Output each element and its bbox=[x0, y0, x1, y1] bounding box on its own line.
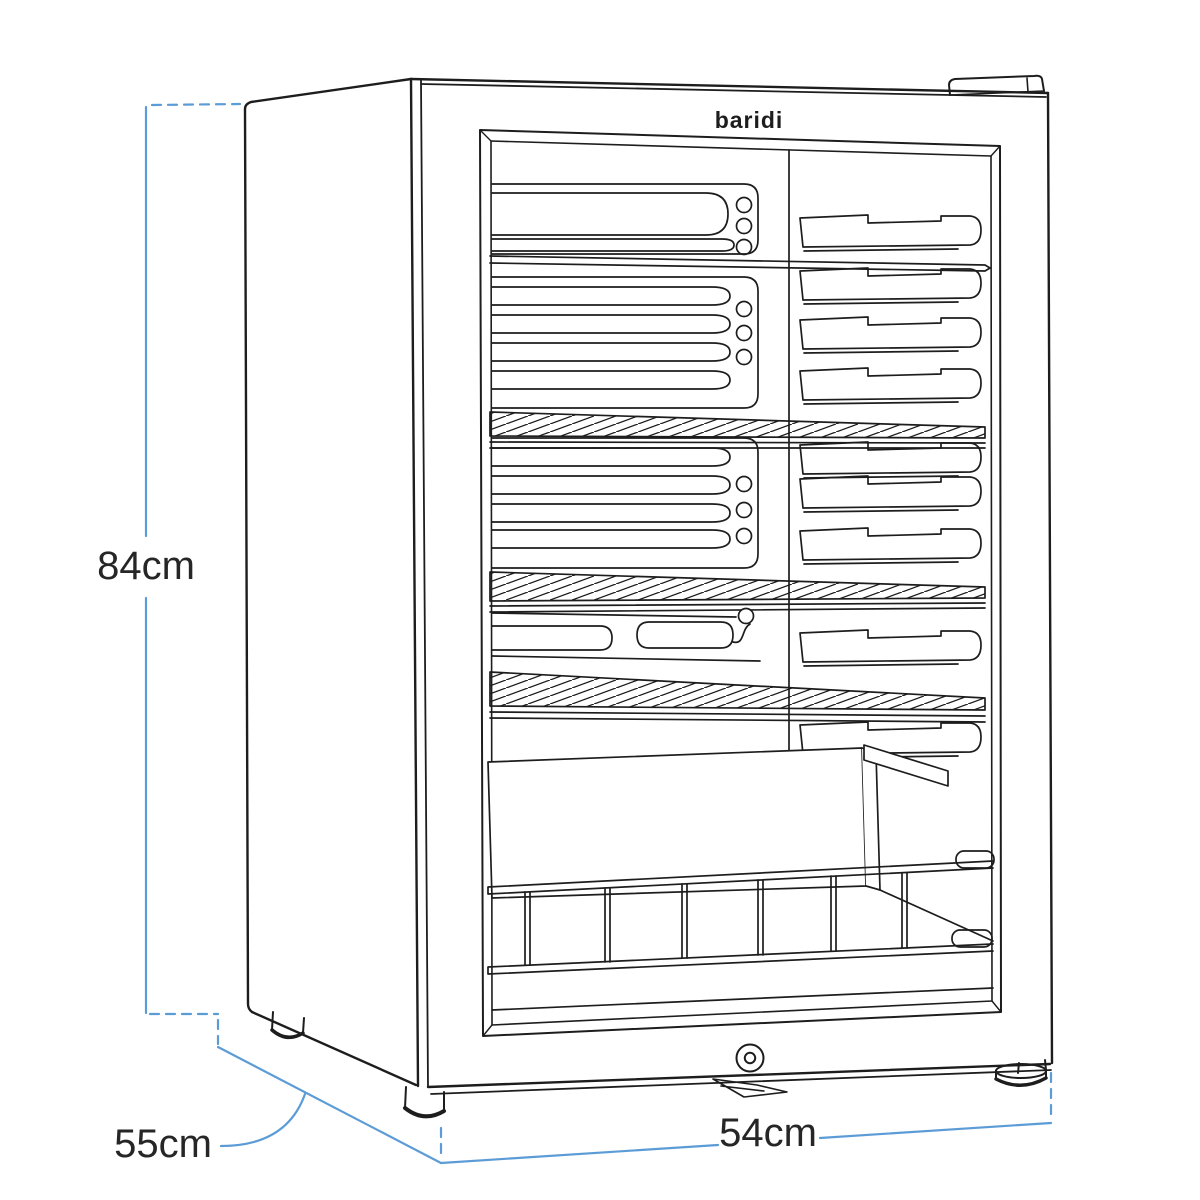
wine-rack-bracket bbox=[799, 629, 982, 667]
wire-shelf-4 bbox=[489, 671, 986, 723]
door-lock bbox=[712, 1043, 788, 1098]
cabinet-bottom-edge bbox=[430, 1069, 1052, 1095]
door-left-edge bbox=[420, 79, 429, 1088]
evaporator-panel-2 bbox=[491, 276, 759, 409]
dimension-annotations bbox=[144, 102, 1053, 1165]
front-right-foot bbox=[994, 1059, 1048, 1087]
width-label: 54cm bbox=[719, 1111, 817, 1155]
cabinet-right-edge bbox=[1046, 91, 1054, 1065]
wine-rack-bracket bbox=[799, 267, 982, 305]
cabinet-top-edge bbox=[409, 77, 1050, 95]
interior bbox=[487, 149, 995, 1011]
door-top-edge bbox=[420, 83, 1047, 98]
wine-rack-column bbox=[799, 214, 982, 759]
basket-bars bbox=[524, 872, 908, 966]
depth-dimension-line bbox=[216, 1045, 443, 1165]
depth-leader-curve bbox=[219, 1092, 307, 1148]
interior-floor-edge bbox=[491, 889, 994, 1011]
wine-rack-bracket bbox=[799, 527, 982, 565]
wire-basket bbox=[487, 850, 995, 975]
wine-rack-bracket bbox=[799, 475, 982, 513]
compressor-housing bbox=[487, 744, 949, 899]
front-right-foot-base bbox=[994, 1076, 1048, 1087]
depth-extent-line bbox=[216, 1045, 443, 1165]
cabinet-front-left-edge bbox=[409, 77, 420, 1088]
width-extent-line bbox=[439, 1121, 1053, 1165]
wine-rack-bracket bbox=[799, 316, 982, 354]
height-label: 84cm bbox=[97, 544, 195, 588]
basket-bottom-rail bbox=[487, 943, 994, 975]
rear-foot-base bbox=[270, 1028, 305, 1040]
wire-shelf-1 bbox=[489, 255, 991, 272]
fridge-drawing: baridi bbox=[243, 74, 1054, 1119]
cabinet-outline bbox=[243, 77, 1054, 1095]
side-panel bbox=[243, 77, 418, 1087]
basket-right-hook-top bbox=[955, 850, 995, 869]
wine-rack-bracket bbox=[799, 367, 982, 405]
evaporator-panel-3 bbox=[491, 437, 759, 569]
wine-rack-bracket bbox=[799, 214, 982, 252]
height-bottom-connector bbox=[148, 1012, 220, 1046]
door-bottom-edge bbox=[426, 1062, 1052, 1089]
basket-right-hook-bottom bbox=[951, 929, 993, 948]
support-rail bbox=[863, 744, 949, 787]
depth-label: 55cm bbox=[114, 1122, 212, 1166]
drip-tray-panel bbox=[491, 607, 761, 662]
evaporator-panel-top bbox=[491, 183, 759, 256]
basket-top-rail bbox=[487, 860, 994, 895]
wire-shelf-3 bbox=[489, 571, 986, 613]
hinge-cover bbox=[948, 74, 1045, 96]
glass-door bbox=[479, 129, 1002, 1037]
height-dimension-line bbox=[144, 102, 242, 1046]
hardware bbox=[270, 74, 1048, 1119]
height-top-connector bbox=[150, 102, 242, 107]
front-left-foot-base bbox=[403, 1106, 446, 1119]
glass-frame-miters bbox=[479, 129, 1002, 1037]
feet bbox=[270, 1011, 1048, 1119]
lock-catch-plate bbox=[712, 1078, 788, 1098]
brand-logo: baridi bbox=[715, 107, 784, 133]
wire-shelf-2 bbox=[489, 411, 986, 449]
width-dimension-line bbox=[439, 1071, 1053, 1165]
